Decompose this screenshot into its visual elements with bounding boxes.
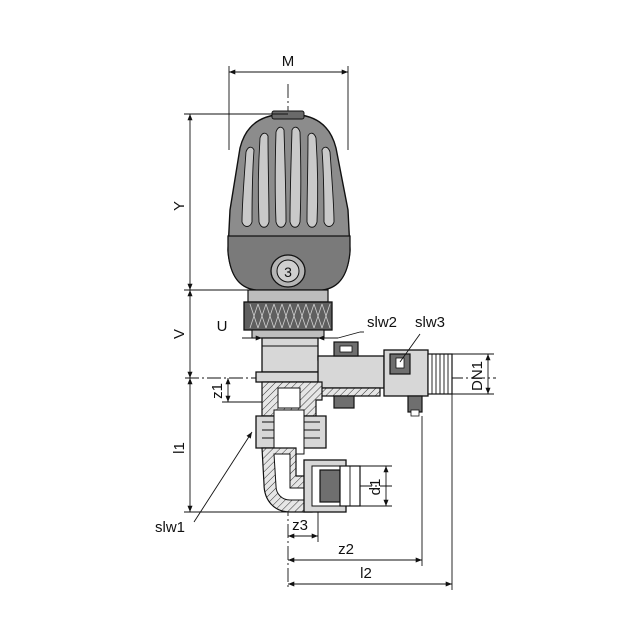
horizontal-outlet xyxy=(317,341,453,417)
label-slw3: slw3 xyxy=(415,314,445,331)
dimension-labels: M Y V U slw2 slw3 DN1 z1 l1 d1 slw1 z3 z… xyxy=(155,53,486,582)
label-slw2: slw2 xyxy=(367,314,397,331)
valve-body-lower xyxy=(255,381,327,455)
knurled-nut xyxy=(243,289,333,339)
label-l1: l1 xyxy=(171,442,188,454)
label-v: V xyxy=(171,329,188,339)
elbow-fitting xyxy=(261,447,361,513)
label-z3: z3 xyxy=(292,517,308,534)
head-ribs xyxy=(241,126,335,228)
thermostatic-head: 3 xyxy=(227,110,351,291)
label-z2: z2 xyxy=(338,541,354,558)
head-number: 3 xyxy=(284,264,292,280)
label-u: U xyxy=(217,318,228,335)
label-l2: l2 xyxy=(360,565,372,582)
head-top-cap xyxy=(271,110,305,120)
label-z1: z1 xyxy=(209,383,226,399)
label-dn1: DN1 xyxy=(469,361,486,391)
dimension-lines xyxy=(184,66,494,590)
label-y: Y xyxy=(171,201,188,211)
label-d1: d1 xyxy=(367,479,384,496)
label-m: M xyxy=(282,53,295,70)
label-slw1: slw1 xyxy=(155,519,185,536)
